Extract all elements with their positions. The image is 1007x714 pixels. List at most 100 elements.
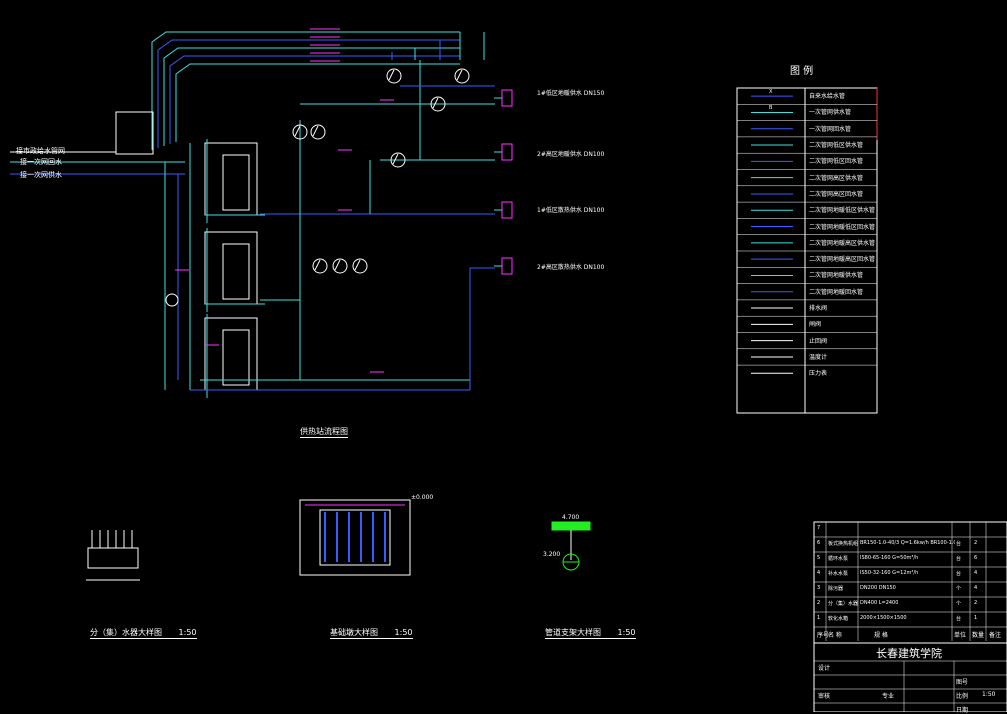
pump-symbol	[312, 125, 319, 137]
title-row-cell: 2000×1500×1500	[860, 615, 907, 621]
title-meta-cell: 设计	[818, 665, 831, 672]
title-header-cell: 备注	[989, 632, 1002, 639]
legend-item-label: 二次管网高区供水管	[809, 174, 864, 182]
detail-caption-sewer: 分（集）水器大样图 1:50	[90, 627, 197, 639]
pump	[292, 124, 308, 140]
legend-item-label: 二次管网地暖高区供水管	[809, 239, 876, 247]
legend-item-label: 二次管网地暖高区回水管	[809, 256, 876, 264]
header-pipe	[157, 39, 460, 148]
header-pipe	[151, 31, 460, 150]
distributor-body	[87, 547, 139, 569]
legend-item-label: 排水阀	[809, 305, 828, 313]
legend-box	[736, 87, 878, 414]
legend-item-label: 止回阀	[809, 337, 828, 345]
legend-item-label: 二次管网低区回水管	[809, 158, 864, 166]
exchanger-core	[222, 329, 250, 386]
inlet-label-1: 接市政给水管网	[16, 147, 65, 155]
legend-item-label: 二次管网低区供水管	[809, 142, 864, 150]
title-row-cell: DN400 L=2400	[860, 600, 899, 606]
outlet-label-2: 2#高区地暖供水 DN100	[537, 151, 605, 158]
title-row-cell: 4	[817, 570, 821, 576]
title-header-cell: 数量	[972, 632, 985, 639]
title-row-cell: 台	[956, 556, 962, 562]
title-row-cell: 板式换热机组	[828, 541, 859, 547]
support-beam	[551, 521, 591, 531]
pump-symbol	[392, 153, 399, 165]
outlet-label-4: 2#高区散热供水 DN100	[537, 264, 605, 271]
inlet-label-3: 接一次网供水	[20, 171, 62, 179]
schematic-caption: 供热站流程图	[300, 427, 348, 438]
title-row-cell: 分（集）水器	[828, 601, 859, 607]
pump	[386, 68, 402, 84]
pump-symbol	[388, 69, 395, 81]
header-pipe	[163, 47, 460, 146]
inlet-label-2: 接一次网回水	[20, 158, 62, 166]
title-row-cell: 台	[956, 541, 962, 547]
circulation-pump	[165, 293, 179, 307]
title-row-cell: 除污器	[828, 586, 844, 592]
header-pipe	[169, 55, 460, 144]
title-row-cell: 个	[956, 601, 962, 607]
detail-caption-foundation: 基础墩大样图 1:50	[330, 627, 413, 639]
legend-item-label: 二次管网高区回水管	[809, 190, 864, 198]
title-meta-cell: 1:50	[982, 691, 996, 698]
title-header-cell: 名 称	[828, 632, 842, 639]
header-pipe	[175, 63, 460, 142]
legend-title: 图 例	[790, 66, 814, 77]
title-row-cell: 1	[817, 615, 821, 621]
title-header-cell: 规 格	[874, 632, 888, 639]
outlet-label-1: 1#低区地暖供水 DN150	[537, 90, 605, 97]
support-caption-text: 管道支架大样图	[545, 628, 601, 637]
pump	[310, 124, 326, 140]
title-row-cell: 7	[817, 525, 821, 531]
outlet-valve	[501, 89, 513, 107]
pump-symbol	[314, 259, 321, 271]
title-row-cell: 台	[956, 571, 962, 577]
title-row-cell: BR150-1.0-40/3 Q=1.6kw/h BR100-1.0-25/2 …	[860, 540, 955, 546]
title-row-cell: 4	[974, 570, 978, 576]
title-row-cell: IS80-65-160 G=50m³/h	[860, 555, 919, 561]
sewer-caption-text: 分（集）水器大样图	[90, 628, 162, 637]
exchanger-core	[222, 154, 250, 211]
softened-water-tank	[115, 111, 154, 155]
title-meta-cell: 审核	[818, 693, 831, 700]
title-row-cell: 3	[817, 585, 821, 591]
title-row-cell: DN200 DN150	[860, 585, 896, 591]
pump-symbol	[354, 259, 361, 271]
title-row-cell: 1	[974, 615, 978, 621]
pump-symbol	[432, 97, 439, 109]
pump	[390, 152, 406, 168]
foundation-outline	[299, 499, 411, 576]
legend-item-label: 二次管网地暖回水管	[809, 288, 864, 296]
title-row-cell: 2	[817, 600, 821, 606]
title-row-cell: 2	[974, 600, 978, 606]
title-row-cell: 5	[817, 555, 821, 561]
foundation-caption-text: 基础墩大样图	[330, 628, 378, 637]
outlet-valve	[501, 143, 513, 161]
outlet-label-3: 1#低区散热供水 DN100	[537, 207, 605, 214]
pump	[332, 258, 348, 274]
title-row-cell: 个	[956, 586, 962, 592]
pump	[454, 68, 470, 84]
pump-symbol	[456, 69, 463, 81]
legend-item-label: 二次管网地暖低区回水管	[809, 223, 876, 231]
title-row-cell: 6	[974, 555, 978, 561]
support-caption-scale: 1:50	[617, 628, 636, 637]
school-name: 长春建筑学院	[876, 647, 942, 660]
legend-item-label: 闸阀	[809, 321, 822, 329]
outlet-valve	[501, 257, 513, 275]
legend-item-label: 压力表	[809, 370, 828, 378]
title-meta-cell: 专业	[882, 693, 895, 700]
legend-item-symbol: B	[769, 105, 773, 112]
foundation-caption-scale: 1:50	[394, 628, 413, 637]
title-meta-cell: 比例	[956, 693, 969, 700]
title-row-cell: 循环水泵	[828, 556, 849, 562]
title-header-cell: 单位	[954, 632, 967, 639]
legend-item-label: 一次管网供水管	[809, 109, 852, 117]
title-header-cell: 序号	[817, 632, 830, 639]
detail-caption-support: 管道支架大样图 1:50	[545, 627, 636, 639]
title-row-cell: 软化水箱	[828, 616, 849, 622]
title-row-cell: IS50-32-160 G=12m³/h	[860, 570, 919, 576]
title-row-cell: 6	[817, 540, 821, 546]
